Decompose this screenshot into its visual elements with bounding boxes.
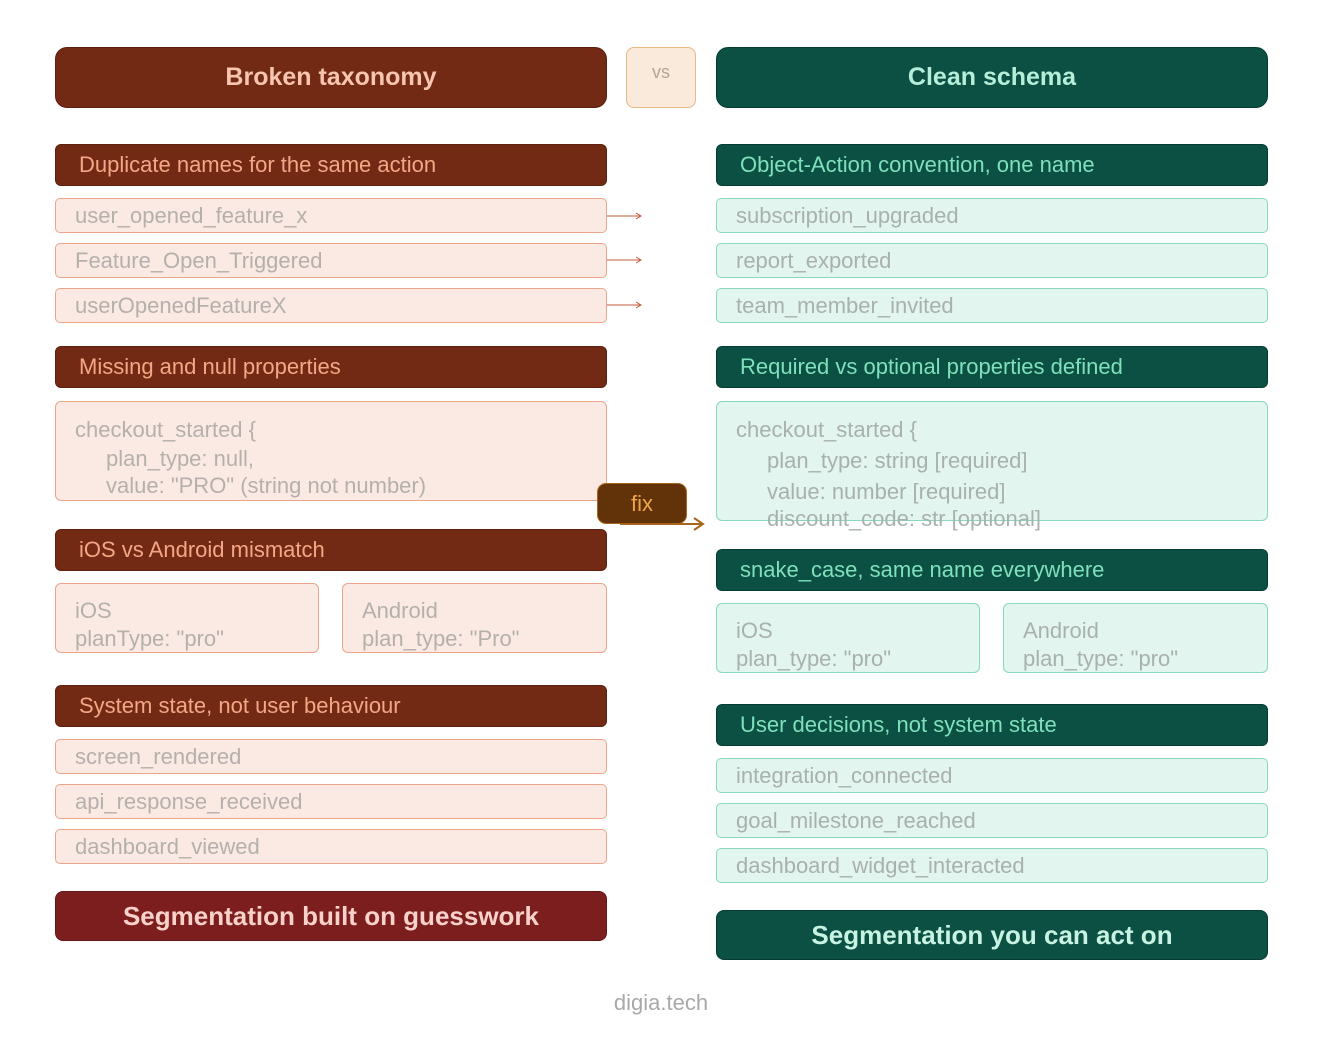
platform-property: plan_type: "pro"	[1023, 646, 1179, 671]
clean-section-snake-case-header: snake_case, same name everywhere	[716, 549, 1268, 591]
broken-outcome-banner: Segmentation built on guesswork	[55, 891, 607, 941]
broken-event-item: Feature_Open_Triggered	[55, 243, 607, 278]
broken-code-block: checkout_started { plan_type: null, valu…	[55, 401, 607, 501]
clean-schema-title: Clean schema	[716, 47, 1268, 108]
broken-section-duplicate-names-header: Duplicate names for the same action	[55, 144, 607, 186]
clean-android-card: Android plan_type: "pro"	[1003, 603, 1268, 673]
broken-taxonomy-title: Broken taxonomy	[55, 47, 607, 108]
platform-name: iOS	[736, 618, 773, 643]
platform-name: Android	[1023, 618, 1099, 643]
vs-label: vs	[652, 62, 670, 82]
platform-property: plan_type: "Pro"	[362, 626, 520, 651]
platform-name: Android	[362, 598, 438, 623]
clean-section-object-action-header: Object-Action convention, one name	[716, 144, 1268, 186]
clean-event-item: subscription_upgraded	[716, 198, 1268, 233]
code-line: discount_code: str [optional]	[767, 506, 1041, 531]
broken-event-item: dashboard_viewed	[55, 829, 607, 864]
code-line: checkout_started {	[736, 417, 918, 442]
fix-badge: fix	[597, 483, 687, 524]
clean-event-item: team_member_invited	[716, 288, 1268, 323]
broken-event-item: api_response_received	[55, 784, 607, 819]
clean-schema-title-text: Clean schema	[907, 63, 1077, 91]
broken-ios-card: iOS planType: "pro"	[55, 583, 319, 653]
fix-label-text: fix	[631, 490, 653, 516]
broken-section-missing-properties-header: Missing and null properties	[55, 346, 607, 388]
clean-event-item: goal_milestone_reached	[716, 803, 1268, 838]
code-line: plan_type: null,	[106, 446, 254, 471]
platform-property: planType: "pro"	[75, 626, 224, 651]
broken-taxonomy-title-text: Broken taxonomy	[225, 63, 437, 91]
platform-property: plan_type: "pro"	[736, 646, 892, 671]
broken-event-item: userOpenedFeatureX	[55, 288, 607, 323]
code-line: value: "PRO" (string not number)	[106, 473, 427, 498]
code-line: value: number [required]	[767, 479, 1006, 504]
broken-section-platform-mismatch-header: iOS vs Android mismatch	[55, 529, 607, 571]
clean-outcome-banner: Segmentation you can act on	[716, 910, 1268, 960]
broken-event-item: user_opened_feature_x	[55, 198, 607, 233]
clean-section-user-decisions-header: User decisions, not system state	[716, 704, 1268, 746]
clean-section-required-properties-header: Required vs optional properties defined	[716, 346, 1268, 388]
clean-event-item: integration_connected	[716, 758, 1268, 793]
clean-event-item: report_exported	[716, 243, 1268, 278]
broken-event-item: screen_rendered	[55, 739, 607, 774]
clean-event-item: dashboard_widget_interacted	[716, 848, 1268, 883]
vs-badge: vs	[626, 47, 696, 108]
code-line: checkout_started {	[75, 417, 257, 442]
site-credit: digia.tech	[613, 990, 709, 1015]
clean-ios-card: iOS plan_type: "pro"	[716, 603, 980, 673]
clean-code-block: checkout_started { plan_type: string [re…	[716, 401, 1268, 531]
broken-section-system-state-header: System state, not user behaviour	[55, 685, 607, 727]
broken-android-card: Android plan_type: "Pro"	[342, 583, 607, 653]
platform-name: iOS	[75, 598, 112, 623]
code-line: plan_type: string [required]	[767, 448, 1028, 473]
